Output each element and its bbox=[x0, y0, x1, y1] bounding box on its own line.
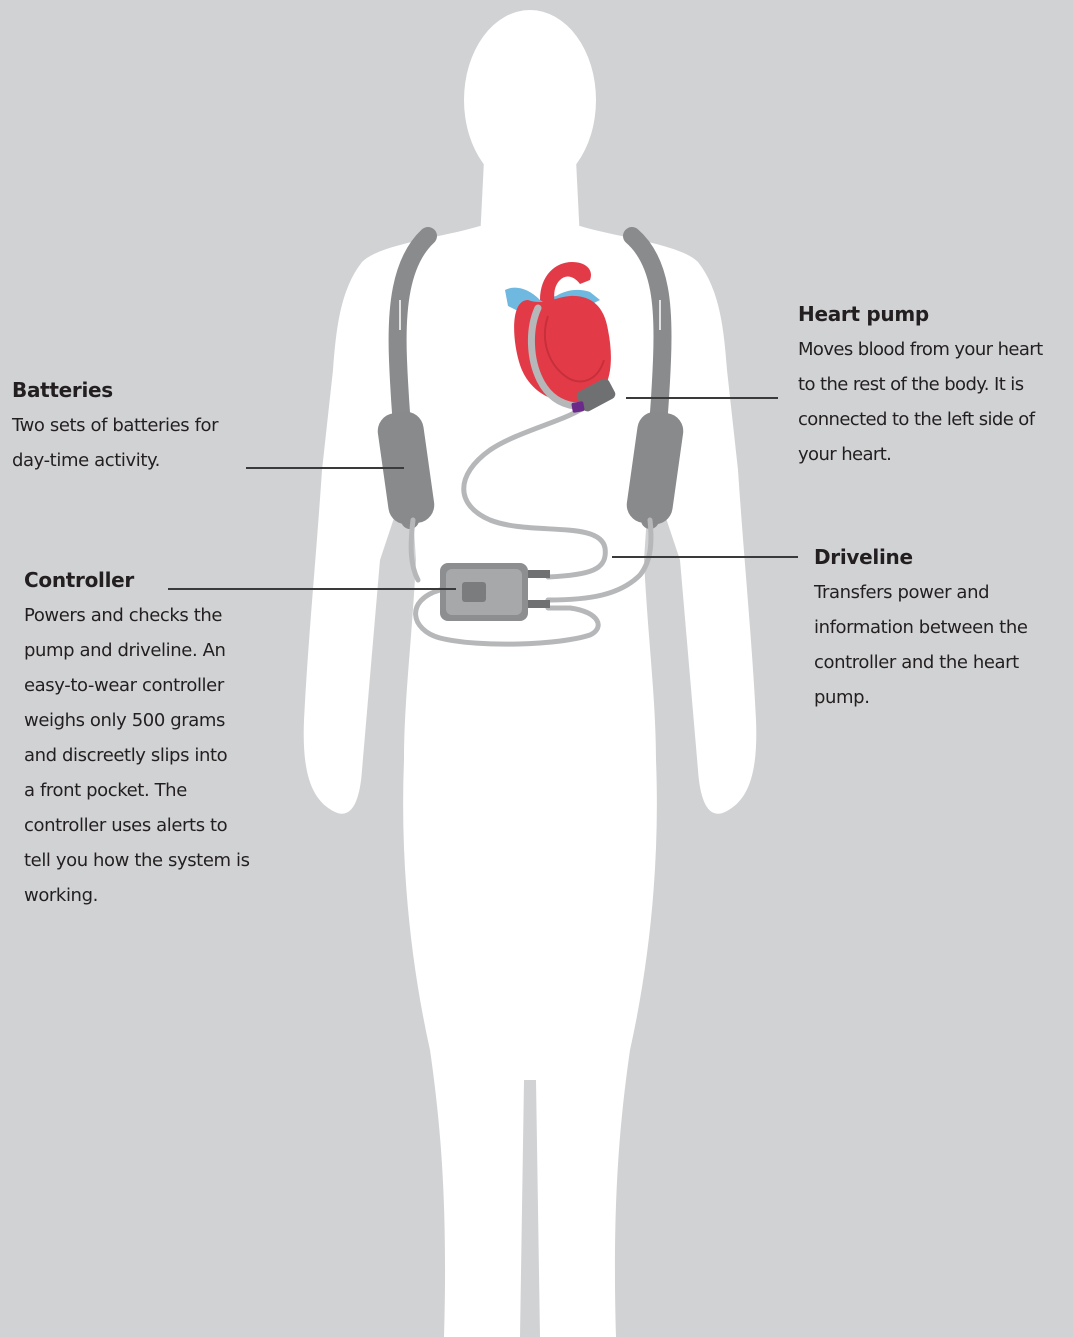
callout-controller: Controller Powers and checks the pump an… bbox=[24, 568, 274, 913]
callout-batteries: Batteries Two sets of batteries for day-… bbox=[12, 378, 247, 478]
controller-title: Controller bbox=[24, 568, 274, 592]
driveline-title: Driveline bbox=[814, 545, 1073, 569]
torso bbox=[304, 226, 757, 1337]
heart-pump-text: Moves blood from your heart to the rest … bbox=[798, 332, 1073, 472]
driveline-text: Transfers power and information between … bbox=[814, 575, 1073, 715]
batteries-title: Batteries bbox=[12, 378, 247, 402]
pump-connector bbox=[571, 401, 585, 413]
callout-heart-pump: Heart pump Moves blood from your heart t… bbox=[798, 302, 1073, 472]
heart-pump-title: Heart pump bbox=[798, 302, 1073, 326]
controller-text: Powers and checks the pump and driveline… bbox=[24, 598, 274, 913]
human-silhouette bbox=[304, 10, 757, 1337]
controller-plug-1 bbox=[528, 570, 550, 578]
controller-plug-2 bbox=[528, 600, 550, 608]
callout-driveline: Driveline Transfers power and informatio… bbox=[814, 545, 1073, 715]
controller-screen bbox=[462, 582, 486, 602]
batteries-text: Two sets of batteries for day-time activ… bbox=[12, 408, 247, 478]
